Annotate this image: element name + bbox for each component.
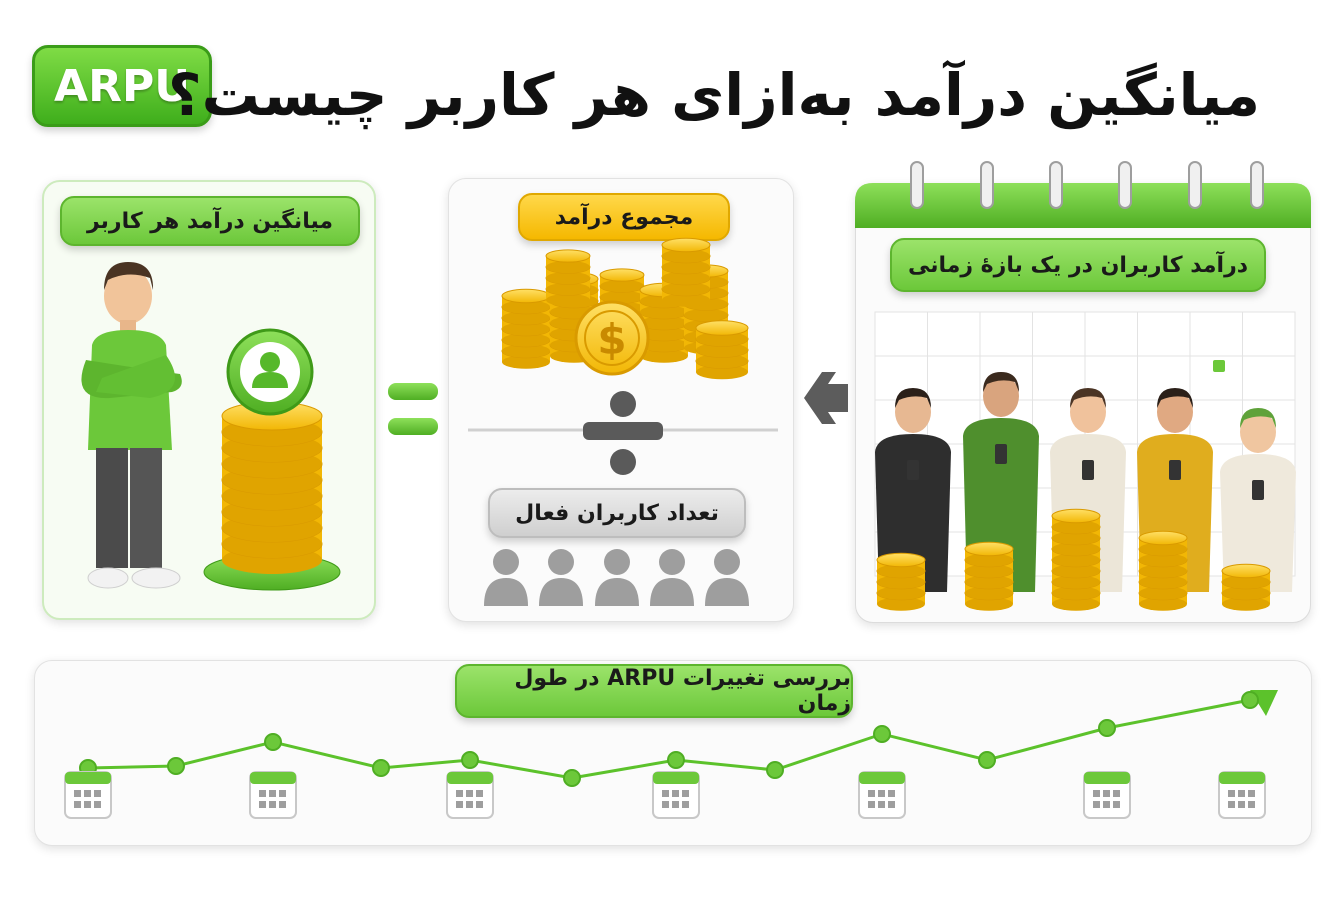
page-title: میانگین درآمد به‌ازای هر کاربر چیست؟ <box>167 61 1260 129</box>
arrow-left-icon <box>804 372 848 424</box>
trend-label: بررسی تغییرات ARPU در طول زمان <box>455 664 853 718</box>
period-revenue-label: درآمد کاربران در یک بازهٔ زمانی <box>890 238 1266 292</box>
revenue-total-label: مجموع درآمد <box>518 193 730 241</box>
formula-panel <box>448 178 794 622</box>
active-users-label: تعداد کاربران فعال <box>488 488 746 538</box>
result-label: میانگین درآمد هر کاربر <box>60 196 360 246</box>
arpu-badge: ARPU <box>32 45 212 127</box>
result-panel <box>42 180 376 620</box>
equals-icon <box>388 383 438 435</box>
